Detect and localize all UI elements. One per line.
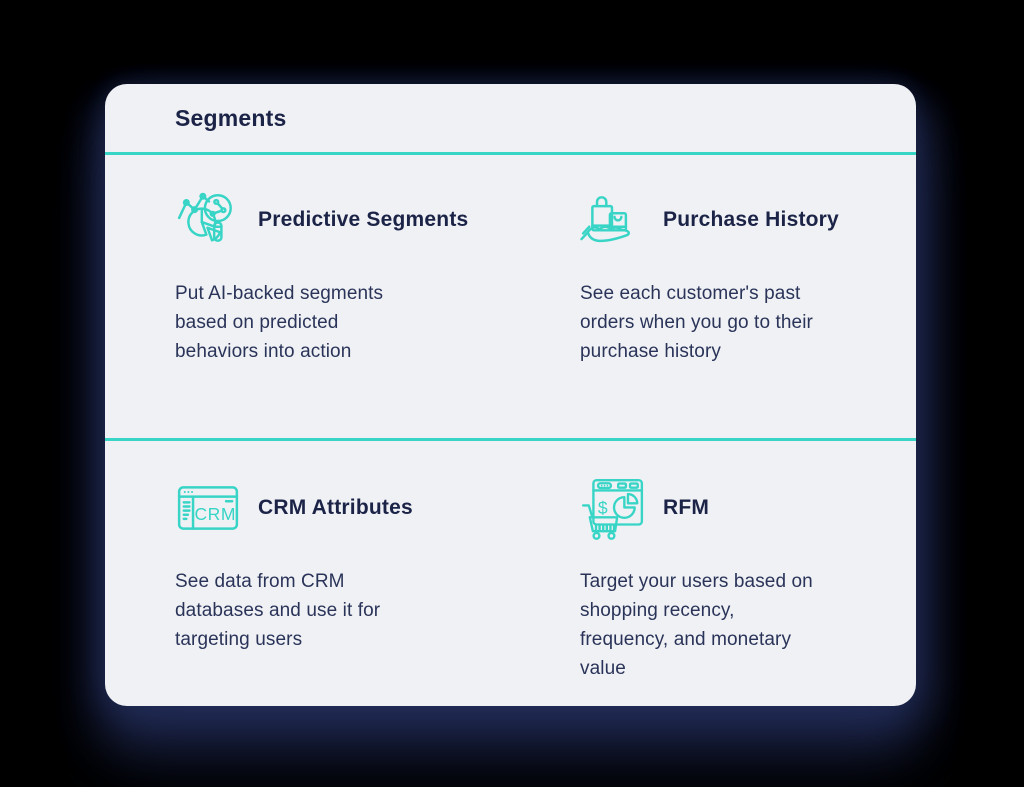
- purchase-history-icon: [580, 187, 646, 253]
- feature-description: Target your users based on shopping rece…: [580, 571, 813, 679]
- features-row-2: CRM CRM Attributes See data from CRM dat…: [105, 441, 916, 703]
- crm-icon-text: CRM: [195, 504, 236, 524]
- page-title: Segments: [175, 105, 287, 131]
- card-header: Segments: [105, 84, 916, 152]
- header-divider: [105, 152, 916, 155]
- feature-crm-attributes[interactable]: CRM CRM Attributes See data from CRM dat…: [175, 475, 580, 703]
- middle-divider: [105, 438, 916, 441]
- features-row-1: Predictive Segments Put AI-backed segmen…: [105, 155, 916, 438]
- feature-description: See data from CRM databases and use it f…: [175, 571, 381, 650]
- feature-title: RFM: [663, 496, 710, 519]
- crm-attributes-icon: CRM: [175, 475, 241, 541]
- feature-title: CRM Attributes: [258, 496, 413, 519]
- dollar-icon-text: $: [598, 498, 608, 518]
- feature-rfm[interactable]: $ RFM Target your users based on shoppin…: [580, 475, 876, 703]
- feature-predictive-segments[interactable]: Predictive Segments Put AI-backed segmen…: [175, 187, 580, 438]
- feature-head: CRM CRM Attributes: [175, 475, 580, 541]
- feature-head: Predictive Segments: [175, 187, 580, 253]
- feature-description: See each customer's past orders when you…: [580, 283, 813, 362]
- feature-head: Purchase History: [580, 187, 876, 253]
- segments-card: Segments: [105, 84, 916, 706]
- feature-head: $ RFM: [580, 475, 876, 541]
- feature-title: Predictive Segments: [258, 208, 469, 231]
- feature-purchase-history[interactable]: Purchase History See each customer's pas…: [580, 187, 876, 438]
- rfm-icon: $: [580, 475, 646, 541]
- feature-description: Put AI-backed segments based on predicte…: [175, 283, 384, 362]
- feature-title: Purchase History: [663, 208, 839, 231]
- predictive-segments-icon: [175, 187, 241, 253]
